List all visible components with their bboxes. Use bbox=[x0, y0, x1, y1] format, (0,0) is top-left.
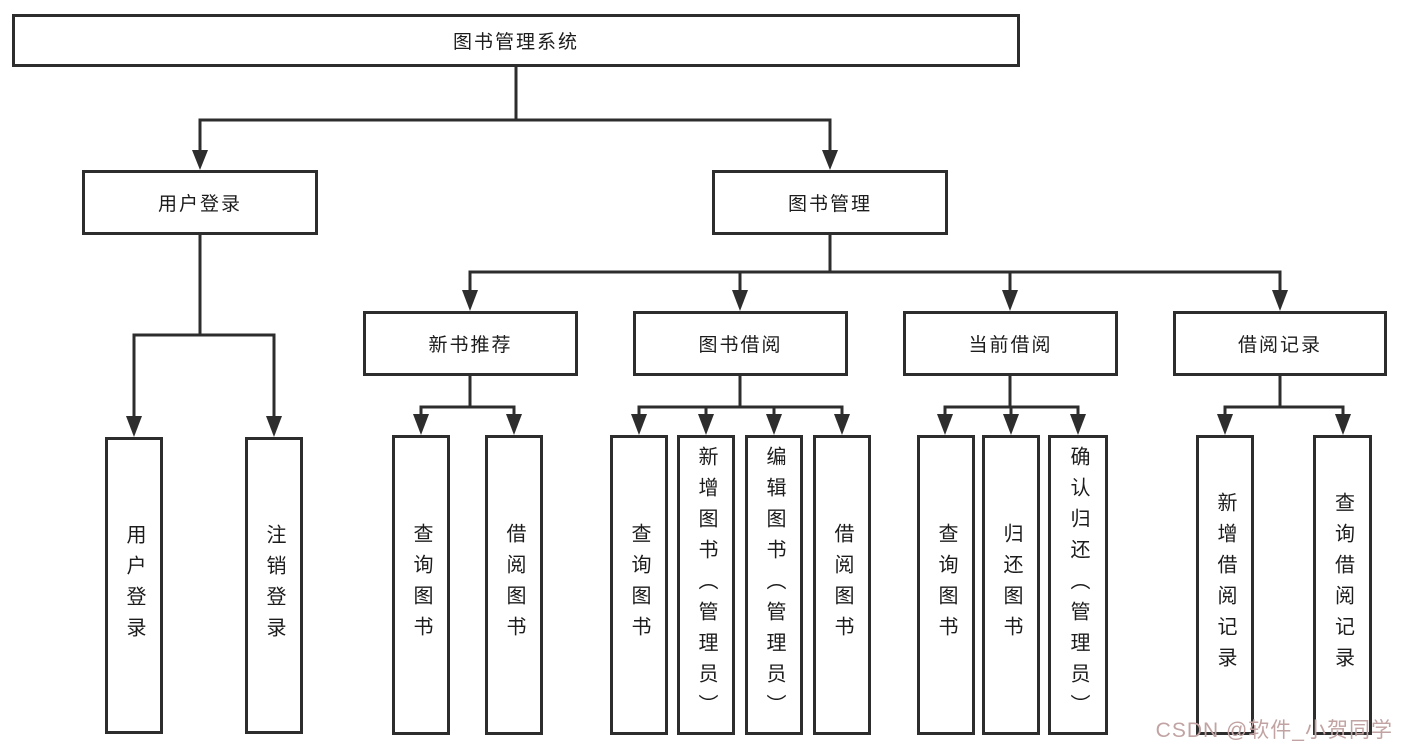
node-current-borrow: 当前借阅 bbox=[903, 311, 1118, 376]
node-label: 查询图书 bbox=[935, 523, 957, 647]
node-library-management-system: 图书管理系统 bbox=[12, 14, 1020, 67]
node-label: 图书借阅 bbox=[698, 335, 783, 356]
node-label: 图书管理系统 bbox=[452, 32, 579, 53]
leaf-user-login: 用户登录 bbox=[105, 437, 163, 734]
node-label: 确认归还（管理员） bbox=[1067, 445, 1089, 725]
node-label: 注销登录 bbox=[263, 523, 285, 648]
node-label: 当前借阅 bbox=[968, 335, 1053, 356]
leaf-query-books-recommend: 查询图书 bbox=[392, 435, 450, 735]
arrow-down-icon bbox=[698, 414, 714, 435]
node-label: 借阅图书 bbox=[831, 523, 853, 647]
connector-new-book-recommend bbox=[419, 376, 516, 416]
node-book-borrow: 图书借阅 bbox=[633, 311, 848, 376]
node-label: 编辑图书（管理员） bbox=[763, 445, 785, 725]
arrow-down-icon bbox=[126, 416, 142, 437]
leaf-return-book: 归还图书 bbox=[982, 435, 1040, 735]
leaf-add-book-admin: 新增图书（管理员） bbox=[677, 435, 735, 735]
leaf-query-books-borrow: 查询图书 bbox=[610, 435, 668, 735]
node-book-management: 图书管理 bbox=[712, 170, 948, 235]
connector-book-management bbox=[468, 235, 1282, 292]
node-label: 查询图书 bbox=[410, 523, 432, 647]
node-label: 归还图书 bbox=[1000, 523, 1022, 647]
arrow-down-icon bbox=[937, 414, 953, 435]
arrow-down-icon bbox=[766, 414, 782, 435]
leaf-borrow-books: 借阅图书 bbox=[813, 435, 871, 735]
arrow-down-icon bbox=[1003, 414, 1019, 435]
leaf-query-borrow-record: 查询借阅记录 bbox=[1313, 435, 1372, 735]
arrow-down-icon bbox=[1217, 414, 1233, 435]
arrow-down-icon bbox=[631, 414, 647, 435]
node-borrow-records: 借阅记录 bbox=[1173, 311, 1387, 376]
arrow-down-icon bbox=[834, 414, 850, 435]
leaf-confirm-return-admin: 确认归还（管理员） bbox=[1048, 435, 1108, 735]
node-label: 查询借阅记录 bbox=[1331, 492, 1354, 678]
node-label: 借阅图书 bbox=[503, 523, 525, 647]
arrow-down-icon bbox=[1272, 290, 1288, 311]
leaf-add-borrow-record: 新增借阅记录 bbox=[1196, 435, 1254, 735]
leaf-logout: 注销登录 bbox=[245, 437, 303, 734]
arrow-down-icon bbox=[266, 416, 282, 437]
connector-borrow-records bbox=[1223, 376, 1345, 416]
node-user-login: 用户登录 bbox=[82, 170, 318, 235]
node-label: 新增借阅记录 bbox=[1214, 492, 1236, 678]
arrow-down-icon bbox=[413, 414, 429, 435]
node-label: 新增图书（管理员） bbox=[695, 445, 717, 725]
node-label: 用户登录 bbox=[157, 194, 242, 215]
watermark: CSDN @软件_小贺同学 bbox=[1155, 719, 1393, 742]
arrow-down-icon bbox=[462, 290, 478, 311]
connector-root bbox=[198, 67, 832, 151]
connector-user-login bbox=[132, 235, 276, 418]
leaf-query-books-current: 查询图书 bbox=[917, 435, 975, 735]
connector-current-borrow bbox=[943, 376, 1080, 416]
arrow-down-icon bbox=[1070, 414, 1086, 435]
arrow-down-icon bbox=[1002, 290, 1018, 311]
node-label: 查询图书 bbox=[628, 523, 650, 647]
node-label: 借阅记录 bbox=[1237, 335, 1322, 356]
arrow-down-icon bbox=[822, 150, 838, 170]
arrow-down-icon bbox=[192, 150, 208, 170]
arrow-down-icon bbox=[506, 414, 522, 435]
leaf-edit-book-admin: 编辑图书（管理员） bbox=[745, 435, 803, 735]
node-label: 新书推荐 bbox=[428, 335, 513, 356]
node-label: 用户登录 bbox=[123, 523, 145, 648]
arrow-down-icon bbox=[1335, 414, 1351, 435]
node-label: 图书管理 bbox=[787, 194, 872, 215]
leaf-borrow-books-recommend: 借阅图书 bbox=[485, 435, 543, 735]
connector-book-borrow bbox=[637, 376, 844, 416]
arrow-down-icon bbox=[732, 290, 748, 311]
node-new-book-recommend: 新书推荐 bbox=[363, 311, 578, 376]
